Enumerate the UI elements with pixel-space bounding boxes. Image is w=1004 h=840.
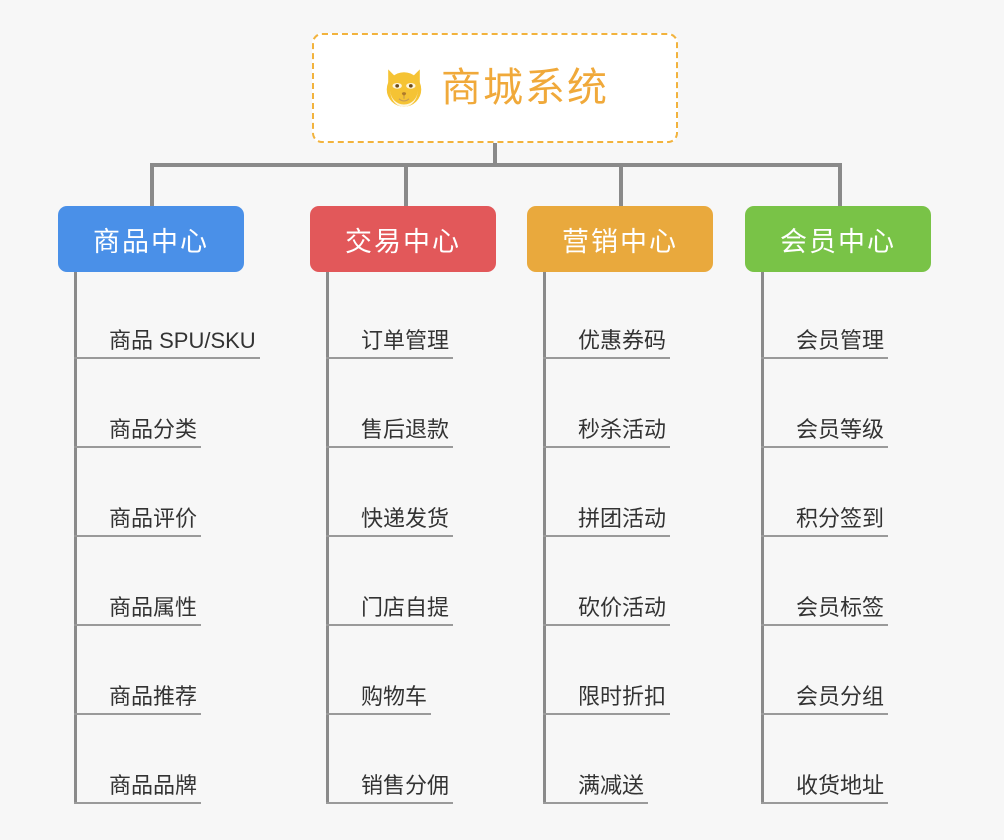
branch-drop-connector-1 bbox=[150, 163, 154, 208]
leaf-item[interactable]: 拼团活动 bbox=[543, 448, 670, 537]
leaf-item[interactable]: 会员分组 bbox=[761, 626, 888, 715]
leaf-item[interactable]: 门店自提 bbox=[326, 537, 453, 626]
category-header-3[interactable]: 营销中心 bbox=[527, 206, 713, 272]
leaf-item-underline bbox=[326, 624, 453, 626]
leaf-item-underline bbox=[543, 802, 648, 804]
branch-trunk-1 bbox=[74, 272, 77, 804]
leaf-item-label: 订单管理 bbox=[361, 327, 450, 353]
leaf-item[interactable]: 会员标签 bbox=[761, 537, 888, 626]
leaf-item[interactable]: 满减送 bbox=[543, 715, 648, 804]
leaf-item-underline bbox=[74, 446, 201, 448]
leaf-item-label: 商品评价 bbox=[109, 505, 198, 531]
category-header-1-label: 商品中心 bbox=[93, 226, 209, 257]
leaf-item[interactable]: 优惠券码 bbox=[543, 270, 670, 359]
leaf-item-underline bbox=[326, 446, 453, 448]
leaf-item-label: 优惠券码 bbox=[578, 327, 667, 353]
branch-trunk-4 bbox=[761, 272, 764, 804]
branch-drop-connector-4 bbox=[838, 163, 842, 208]
leaf-item-underline bbox=[761, 357, 888, 359]
leaf-item-underline bbox=[74, 713, 201, 715]
leaf-item-underline bbox=[74, 357, 260, 359]
leaf-item-underline bbox=[761, 802, 888, 804]
leaf-item-underline bbox=[326, 802, 453, 804]
category-header-4[interactable]: 会员中心 bbox=[745, 206, 931, 272]
category-header-2[interactable]: 交易中心 bbox=[310, 206, 496, 272]
leaf-item-underline bbox=[761, 446, 888, 448]
leaf-item-underline bbox=[761, 713, 888, 715]
branch-drop-connector-3 bbox=[619, 163, 623, 208]
leaf-item-underline bbox=[326, 357, 453, 359]
branch-drop-connector-2 bbox=[404, 163, 408, 208]
category-header-1[interactable]: 商品中心 bbox=[58, 206, 244, 272]
leaf-item[interactable]: 商品推荐 bbox=[74, 626, 201, 715]
leaf-item-underline bbox=[761, 535, 888, 537]
leaf-item[interactable]: 积分签到 bbox=[761, 448, 888, 537]
branch-trunk-2 bbox=[326, 272, 329, 804]
leaf-item[interactable]: 商品分类 bbox=[74, 359, 201, 448]
leaf-item-underline bbox=[543, 624, 670, 626]
leaf-item[interactable]: 会员等级 bbox=[761, 359, 888, 448]
leaf-item[interactable]: 售后退款 bbox=[326, 359, 453, 448]
leaf-item-label: 秒杀活动 bbox=[578, 416, 667, 442]
leaf-item-label: 积分签到 bbox=[796, 505, 885, 531]
leaf-item-underline bbox=[543, 713, 670, 715]
leaf-item-label: 售后退款 bbox=[361, 416, 450, 442]
category-header-4-label: 会员中心 bbox=[780, 226, 896, 257]
leaf-item-label: 满减送 bbox=[578, 772, 645, 798]
leaf-item[interactable]: 收货地址 bbox=[761, 715, 888, 804]
leaf-item[interactable]: 砍价活动 bbox=[543, 537, 670, 626]
leaf-item-label: 会员等级 bbox=[796, 416, 885, 442]
leaf-item-label: 购物车 bbox=[361, 683, 428, 709]
leaf-item[interactable]: 订单管理 bbox=[326, 270, 453, 359]
leaf-item[interactable]: 秒杀活动 bbox=[543, 359, 670, 448]
leaf-item[interactable]: 销售分佣 bbox=[326, 715, 453, 804]
leaf-item-underline bbox=[74, 624, 201, 626]
root-stem-connector bbox=[493, 143, 497, 165]
leaf-item-label: 销售分佣 bbox=[361, 772, 450, 798]
category-header-3-label: 营销中心 bbox=[562, 226, 678, 257]
leaf-item-underline bbox=[74, 535, 201, 537]
leaf-item-label: 商品属性 bbox=[109, 594, 198, 620]
leaf-item-label: 会员分组 bbox=[796, 683, 885, 709]
leaf-item-underline bbox=[326, 713, 431, 715]
leaf-item-label: 收货地址 bbox=[796, 772, 885, 798]
leaf-item-underline bbox=[761, 624, 888, 626]
leaf-item-label: 快递发货 bbox=[361, 505, 450, 531]
leaf-item[interactable]: 购物车 bbox=[326, 626, 431, 715]
leaf-item-underline bbox=[543, 535, 670, 537]
leaf-item-label: 会员标签 bbox=[796, 594, 885, 620]
root-title: 商城系统 bbox=[441, 66, 609, 110]
leaf-item[interactable]: 商品评价 bbox=[74, 448, 201, 537]
root-node[interactable]: 商城系统 bbox=[312, 33, 678, 143]
leaf-item-underline bbox=[74, 802, 201, 804]
leaf-item[interactable]: 会员管理 bbox=[761, 270, 888, 359]
leaf-item-label: 限时折扣 bbox=[578, 683, 667, 709]
leaf-item-label: 商品分类 bbox=[109, 416, 198, 442]
leaf-item[interactable]: 限时折扣 bbox=[543, 626, 670, 715]
leaf-item-label: 商品推荐 bbox=[109, 683, 198, 709]
leaf-item-label: 会员管理 bbox=[796, 327, 885, 353]
branch-trunk-3 bbox=[543, 272, 546, 804]
leaf-item[interactable]: 商品属性 bbox=[74, 537, 201, 626]
shiba-inu-dog-face-icon bbox=[386, 69, 422, 109]
leaf-item-label: 商品品牌 bbox=[109, 772, 198, 798]
leaf-item-underline bbox=[543, 446, 670, 448]
leaf-item[interactable]: 商品品牌 bbox=[74, 715, 201, 804]
leaf-item-label: 拼团活动 bbox=[578, 505, 667, 531]
category-header-2-label: 交易中心 bbox=[345, 226, 461, 257]
leaf-item-label: 砍价活动 bbox=[578, 594, 667, 620]
leaf-item-label: 商品 SPU/SKU bbox=[109, 327, 256, 353]
leaf-item[interactable]: 快递发货 bbox=[326, 448, 453, 537]
leaf-item-underline bbox=[543, 357, 670, 359]
horizontal-bus-connector bbox=[150, 163, 842, 167]
leaf-item-label: 门店自提 bbox=[361, 594, 450, 620]
leaf-item-underline bbox=[326, 535, 453, 537]
leaf-item[interactable]: 商品 SPU/SKU bbox=[74, 270, 260, 359]
